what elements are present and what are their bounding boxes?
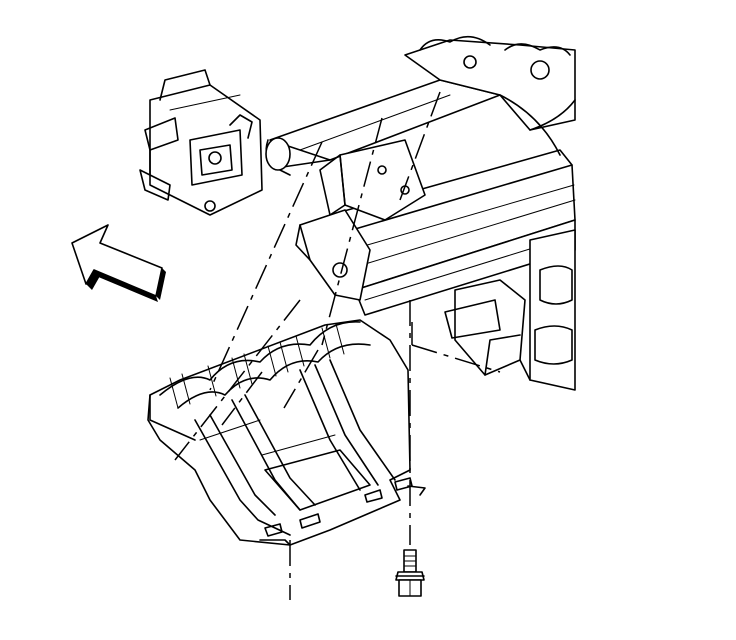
- frame-crossmember: [139, 35, 576, 391]
- skid-plate: [147, 319, 426, 546]
- bolt-icon: [395, 549, 425, 597]
- forward-arrow-icon: [71, 224, 166, 302]
- alignment-lines: [174, 91, 501, 600]
